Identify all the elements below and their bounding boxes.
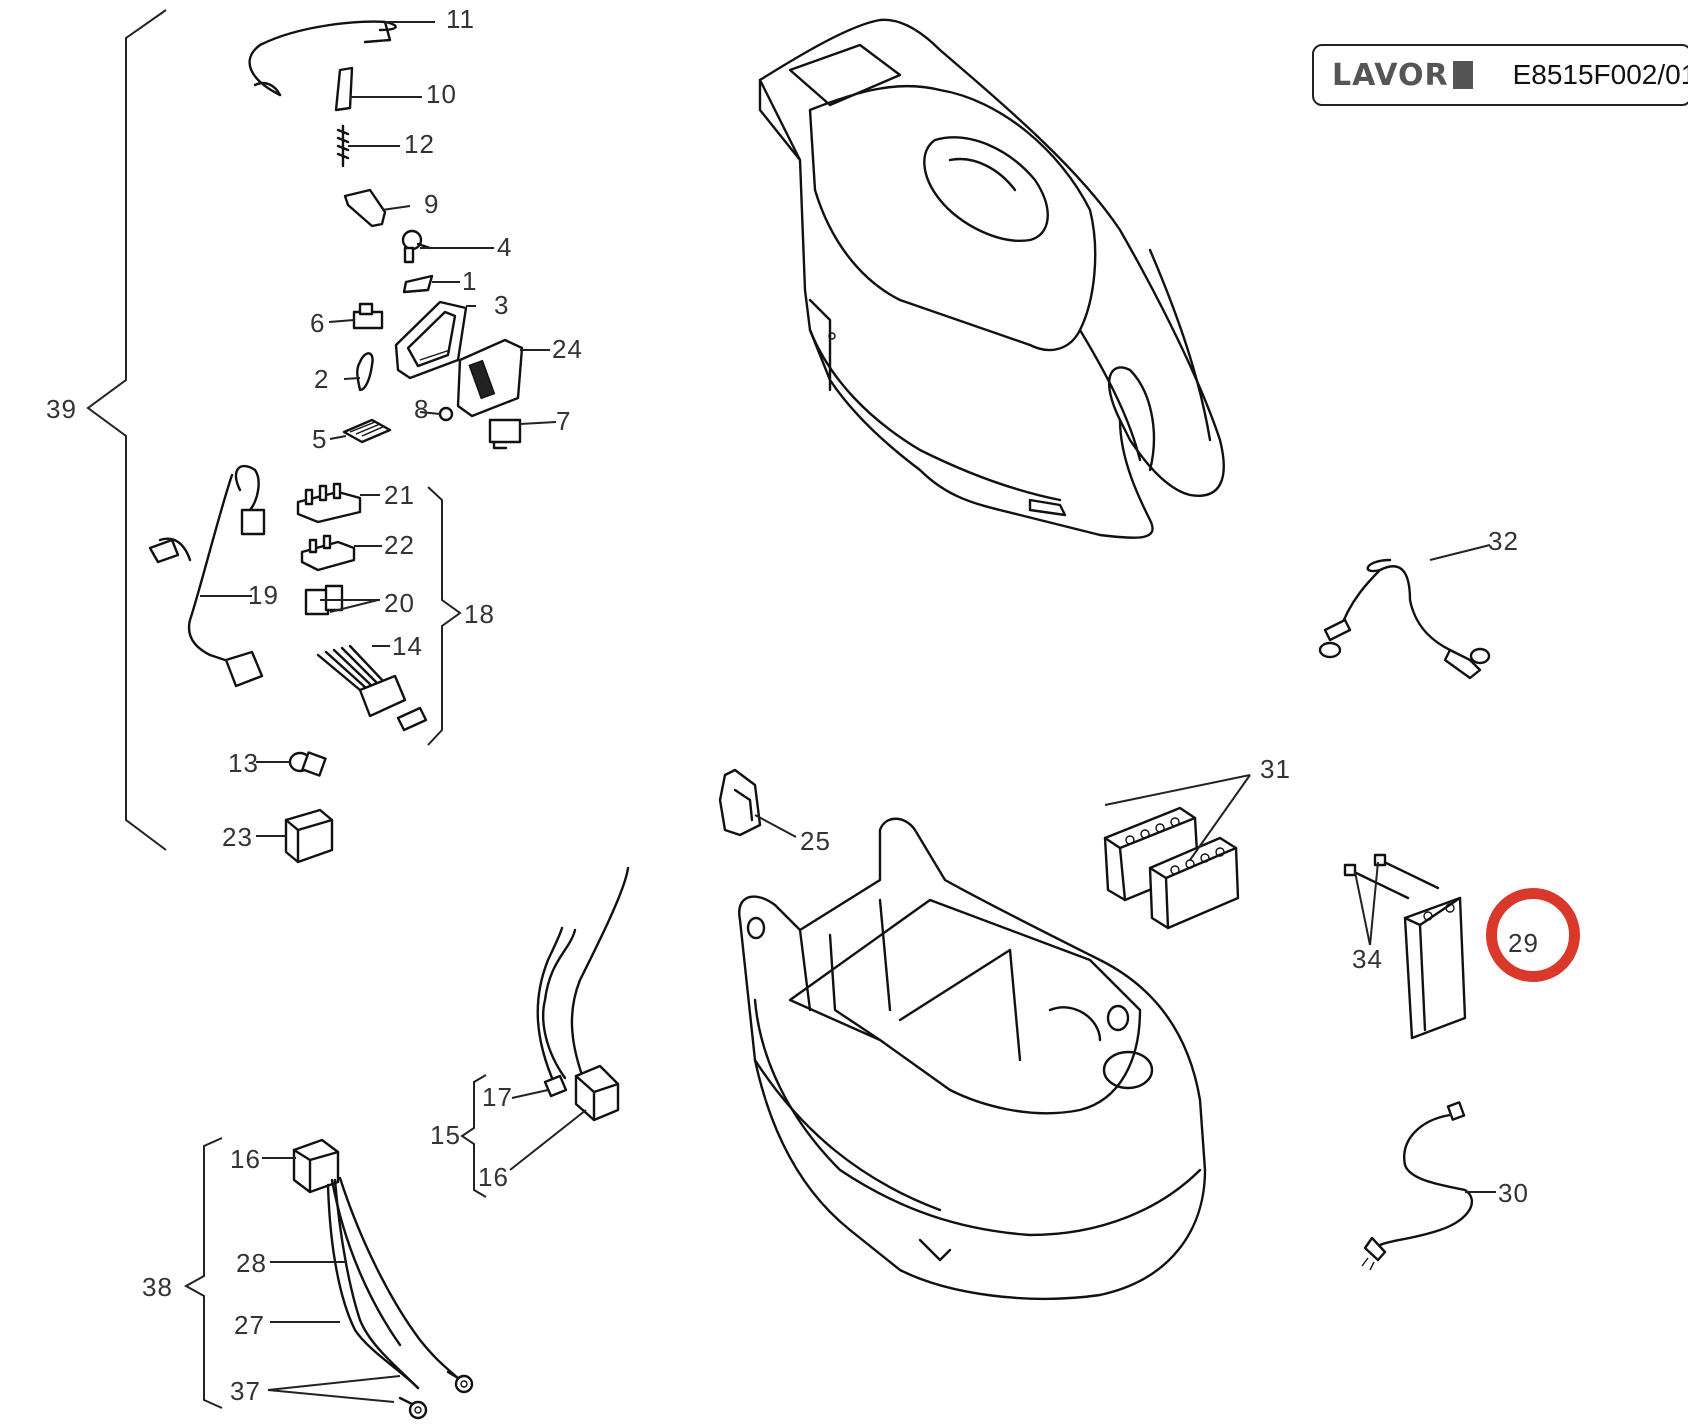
part-10 <box>334 66 354 112</box>
callout-19: 19 <box>248 580 279 610</box>
callout-14: 14 <box>392 631 423 661</box>
callout-12: 12 <box>404 129 435 159</box>
callout-22: 22 <box>384 530 415 560</box>
callout-28: 28 <box>236 1248 267 1278</box>
callout-4: 4 <box>497 232 512 262</box>
brand-pro-mark <box>1452 61 1473 89</box>
part-2 <box>356 352 374 392</box>
control-panel-part-3 <box>394 300 468 380</box>
connector-harness-part-15 <box>536 866 630 1122</box>
brace-18 <box>427 486 462 746</box>
vent-part-5 <box>342 418 392 444</box>
callout-17: 17 <box>482 1082 513 1112</box>
title-block: LAVOR E8515F002/01 <box>1312 44 1688 106</box>
bulb-part-13 <box>288 751 327 777</box>
cable-part-32 <box>1318 558 1491 680</box>
callout-3: 3 <box>494 290 509 320</box>
handle-part-11 <box>248 20 397 97</box>
brace-39 <box>86 9 167 851</box>
relay-part-23 <box>284 808 334 864</box>
callout-21: 21 <box>384 480 415 510</box>
plate-part-29 <box>1403 896 1467 1040</box>
callout-25: 25 <box>800 826 831 856</box>
callout-37: 37 <box>230 1376 261 1406</box>
brace-38 <box>183 1137 223 1409</box>
callout-2: 2 <box>314 364 329 394</box>
upper-cover-part <box>758 18 1225 539</box>
terminal-block-part-22 <box>300 534 356 572</box>
brace-15 <box>460 1074 487 1198</box>
terminal-block-part-21 <box>296 482 362 524</box>
highlight-circle <box>1486 888 1580 982</box>
callout-8: 8 <box>414 394 429 424</box>
callout-16-upper: 16 <box>478 1162 509 1192</box>
callout-20: 20 <box>384 588 415 618</box>
callout-23: 23 <box>222 822 253 852</box>
callout-11: 11 <box>446 4 475 34</box>
callout-7: 7 <box>556 406 571 436</box>
drawing-code: E8515F002/01 <box>1512 59 1688 90</box>
part-9 <box>343 188 387 228</box>
callout-6: 6 <box>310 308 325 338</box>
callout-5: 5 <box>312 424 327 454</box>
batteries-part-31 <box>1103 806 1240 930</box>
power-cord-part-30 <box>1361 1101 1474 1271</box>
part-1 <box>402 274 434 294</box>
connector-part-7 <box>488 418 522 450</box>
wiring-harness-part-19 <box>148 464 266 688</box>
callout-15: 15 <box>430 1120 461 1150</box>
leader-lines <box>200 21 1496 1403</box>
callout-13: 13 <box>228 748 259 778</box>
wiring-part-14 <box>316 644 428 732</box>
cable-harness-part-38 <box>292 1138 474 1420</box>
callout-1: 1 <box>462 266 477 296</box>
brand-name: LAVOR <box>1332 57 1449 93</box>
callout-24: 24 <box>552 334 583 364</box>
callout-labels: 11 10 12 9 4 1 3 6 24 2 39 8 5 7 21 22 1… <box>46 4 1538 1406</box>
spring-part-12 <box>336 124 350 168</box>
callout-10: 10 <box>426 79 457 109</box>
callout-27: 27 <box>234 1310 265 1340</box>
callout-32: 32 <box>1488 526 1519 556</box>
bracket-part-25 <box>718 768 762 837</box>
brand-logo: LAVOR <box>1332 58 1473 93</box>
callout-30: 30 <box>1498 1178 1529 1208</box>
callout-9: 9 <box>424 189 439 219</box>
panel-part-24 <box>456 338 524 418</box>
callout-16-lower: 16 <box>230 1144 261 1174</box>
callout-39: 39 <box>46 394 77 424</box>
base-body-part <box>738 817 1207 1301</box>
relay-part-20 <box>304 584 344 616</box>
callout-31: 31 <box>1260 754 1291 784</box>
callout-38: 38 <box>142 1272 173 1302</box>
screws-part-34 <box>1343 853 1440 900</box>
part-8 <box>438 406 454 422</box>
key-part-4 <box>401 229 432 264</box>
callout-34: 34 <box>1352 944 1383 974</box>
callout-18: 18 <box>464 599 495 629</box>
switch-part-6 <box>352 302 384 330</box>
